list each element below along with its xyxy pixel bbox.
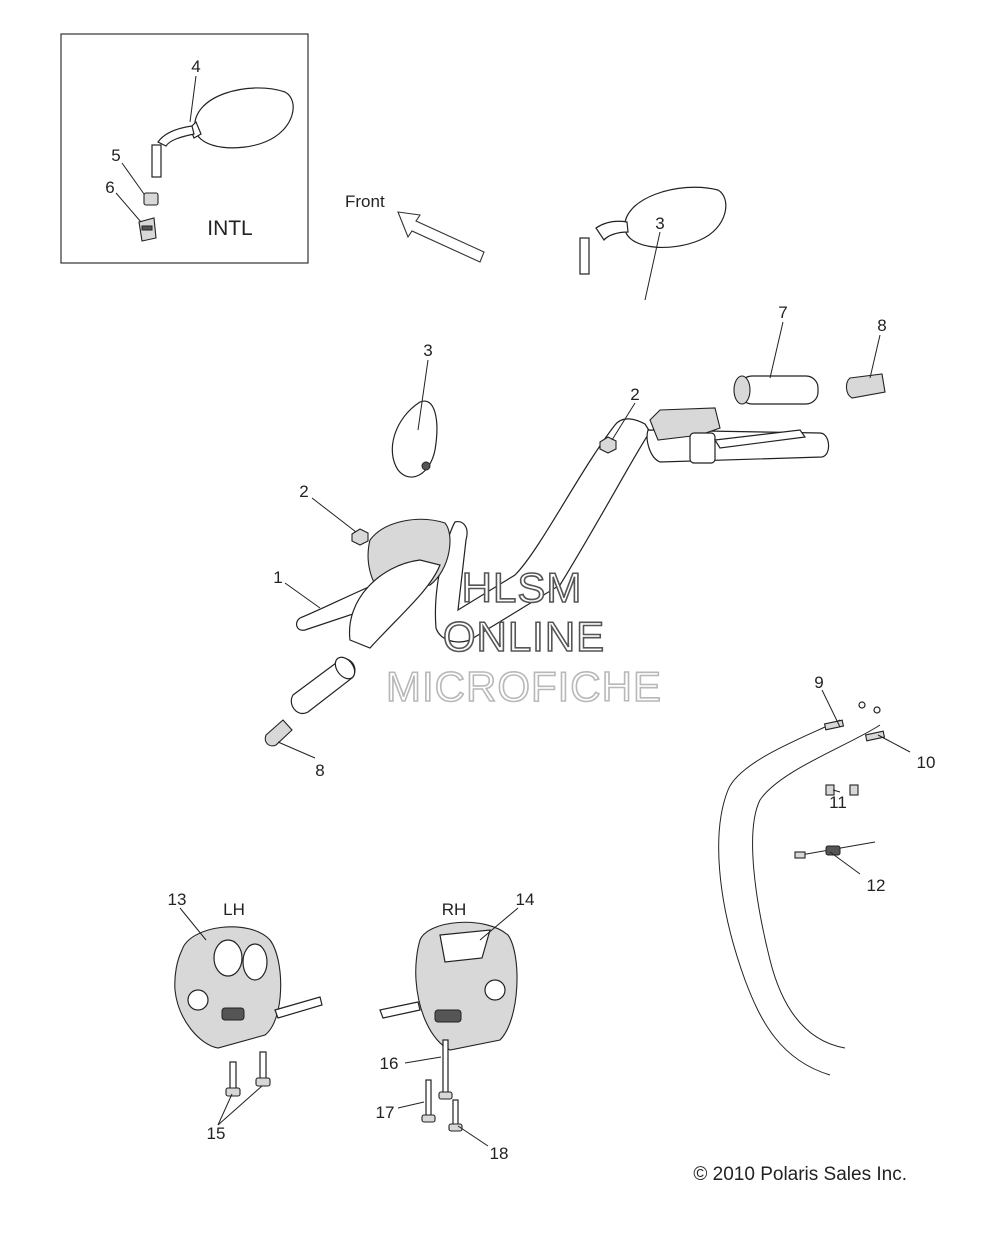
intl-bolt bbox=[138, 217, 157, 242]
left-mirror bbox=[391, 400, 438, 478]
copyright: © 2010 Polaris Sales Inc. bbox=[693, 1164, 907, 1185]
callout-9: 9 bbox=[814, 673, 823, 692]
right-bar-end bbox=[845, 373, 886, 399]
intl-mirror bbox=[151, 87, 294, 178]
callout-12: 12 bbox=[867, 876, 886, 895]
callout-1: 1 bbox=[273, 568, 282, 587]
callout-5: 5 bbox=[111, 146, 120, 165]
right-master-cylinder bbox=[649, 407, 807, 464]
callout-6: 6 bbox=[105, 178, 114, 197]
right-mirror bbox=[579, 186, 727, 275]
callout-13: 13 bbox=[168, 890, 187, 909]
cable-adjuster bbox=[794, 841, 876, 859]
watermark-line-1: HLSM bbox=[462, 564, 583, 611]
throttle-cables bbox=[718, 701, 886, 1076]
callout-7: 7 bbox=[778, 303, 787, 322]
intl-label: INTL bbox=[207, 217, 253, 240]
leader-lines bbox=[179, 231, 911, 1147]
intl-adapter bbox=[143, 192, 159, 206]
watermark-line-3: MICROFICHE bbox=[386, 663, 662, 710]
callout-3-left: 3 bbox=[423, 341, 432, 360]
watermark: HLSM ONLINE MICROFICHE bbox=[385, 563, 662, 711]
nut-right bbox=[599, 436, 617, 454]
callout-4: 4 bbox=[191, 57, 200, 76]
screws-15 bbox=[225, 1051, 271, 1097]
screw-18 bbox=[448, 1099, 463, 1132]
lh-switch-housing bbox=[174, 926, 323, 1049]
screw-16 bbox=[438, 1039, 453, 1100]
screw-17 bbox=[421, 1079, 436, 1123]
callout-8-right: 8 bbox=[877, 316, 886, 335]
front-arrow-icon bbox=[397, 211, 485, 263]
callout-18: 18 bbox=[490, 1144, 509, 1163]
right-grip bbox=[733, 375, 819, 405]
callout-17: 17 bbox=[376, 1103, 395, 1122]
intl-inset: 4 5 6 INTL bbox=[60, 33, 309, 264]
callout-2-right: 2 bbox=[630, 385, 639, 404]
left-grip bbox=[290, 656, 356, 715]
front-label: Front bbox=[345, 192, 385, 211]
callout-14: 14 bbox=[516, 890, 535, 909]
nut-left bbox=[351, 528, 369, 546]
callout-3-right: 3 bbox=[655, 214, 664, 233]
inset-frame bbox=[60, 33, 309, 264]
rh-label: RH bbox=[442, 900, 467, 919]
callout-16: 16 bbox=[380, 1054, 399, 1073]
callout-10: 10 bbox=[917, 753, 936, 772]
lh-label: LH bbox=[223, 900, 245, 919]
callout-15: 15 bbox=[207, 1124, 226, 1143]
front-indicator: Front bbox=[345, 192, 485, 263]
callout-11: 11 bbox=[829, 793, 847, 812]
left-lever-assembly bbox=[295, 518, 451, 649]
callout-2-left: 2 bbox=[299, 482, 308, 501]
callout-8-left: 8 bbox=[315, 761, 324, 780]
watermark-line-2: ONLINE bbox=[443, 613, 605, 660]
left-bar-end bbox=[264, 719, 293, 747]
rh-switch-housing bbox=[379, 921, 518, 1051]
